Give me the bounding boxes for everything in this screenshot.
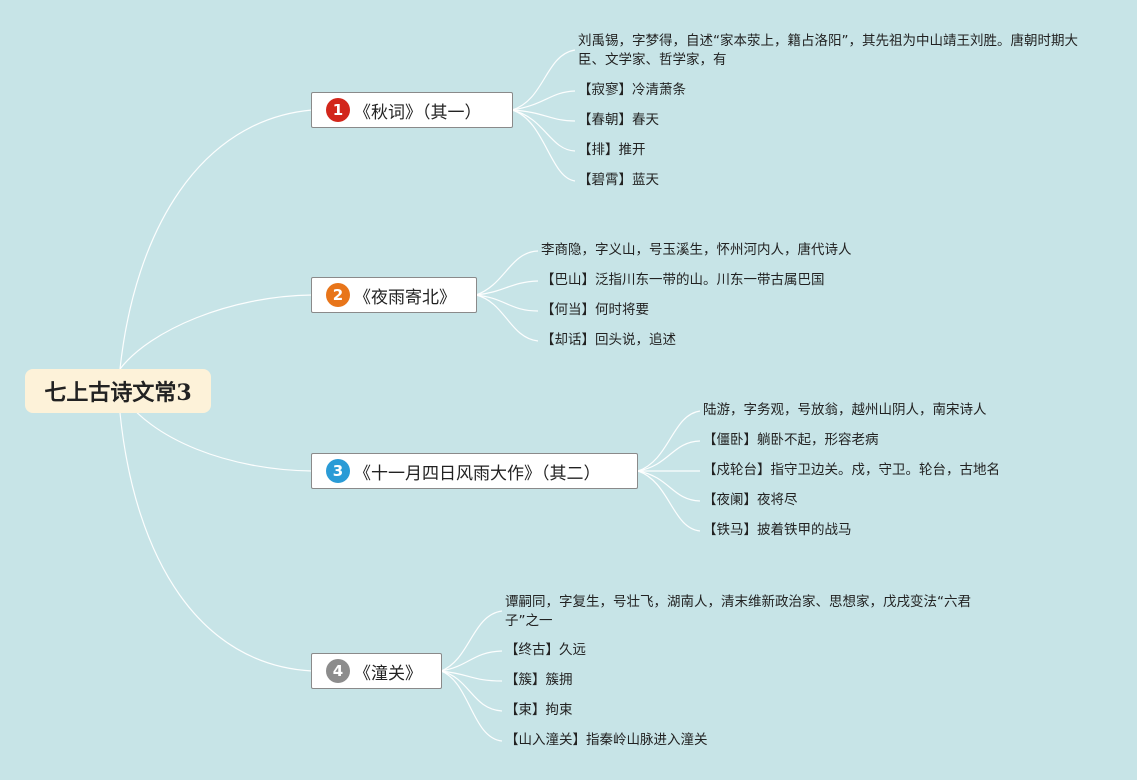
connector-b1-leaf-4 bbox=[511, 109, 576, 152]
connector-b2-leaf-3 bbox=[475, 294, 539, 312]
number-badge-2: 2 bbox=[326, 283, 350, 307]
root-node[interactable]: 七上古诗文常3 bbox=[25, 369, 211, 413]
connector-b1-leaf-3 bbox=[511, 109, 576, 122]
connector-root-branch-2 bbox=[119, 294, 313, 370]
leaf-b2-4[interactable]: 【却话】回头说，追述 bbox=[541, 332, 676, 348]
leaf-b1-5[interactable]: 【碧霄】蓝天 bbox=[578, 172, 659, 188]
leaf-b3-4[interactable]: 【夜阑】夜将尽 bbox=[703, 492, 798, 508]
connector-b3-leaf-1 bbox=[637, 410, 701, 472]
connector-b3-leaf-5 bbox=[637, 470, 701, 532]
connector-root-branch-4 bbox=[119, 412, 313, 672]
connector-b4-leaf-5 bbox=[440, 670, 503, 742]
leaf-b2-3[interactable]: 【何当】何时将要 bbox=[541, 302, 649, 318]
leaf-b3-1[interactable]: 陆游，字务观，号放翁，越州山阴人，南宋诗人 bbox=[703, 402, 987, 418]
leaf-b1-4[interactable]: 【排】推开 bbox=[578, 142, 646, 158]
connector-b4-leaf-2 bbox=[440, 650, 503, 672]
leaf-b2-2[interactable]: 【巴山】泛指川东一带的山。川东一带古属巴国 bbox=[541, 272, 825, 288]
branch-node-1[interactable]: 1 《秋词》（其一） bbox=[311, 92, 513, 128]
leaf-b4-2[interactable]: 【终古】久远 bbox=[505, 642, 586, 658]
connector-b3-leaf-4 bbox=[637, 470, 701, 502]
number-badge-3: 3 bbox=[326, 459, 350, 483]
leaf-b1-2[interactable]: 【寂寥】冷清萧条 bbox=[578, 82, 686, 98]
leaf-b3-3[interactable]: 【戍轮台】指守卫边关。戍，守卫。轮台，古地名 bbox=[703, 462, 1000, 478]
root-title: 七上古诗文常3 bbox=[44, 380, 192, 406]
leaf-b4-1[interactable]: 谭嗣同，字复生，号壮飞，湖南人，清末维新政治家、思想家，戊戌变法“六君子”之一 bbox=[505, 594, 971, 629]
leaf-b4-5[interactable]: 【山入潼关】指秦岭山脉进入潼关 bbox=[505, 732, 708, 748]
branch-node-3[interactable]: 3 《十一月四日风雨大作》（其二） bbox=[311, 453, 638, 489]
number-badge-4: 4 bbox=[326, 659, 350, 683]
branch-node-2[interactable]: 2 《夜雨寄北》 bbox=[311, 277, 477, 313]
connector-b2-leaf-4 bbox=[475, 294, 539, 342]
leaf-b2-1[interactable]: 李商隐，字义山，号玉溪生，怀州河内人，唐代诗人 bbox=[541, 242, 852, 258]
number-badge-1: 1 bbox=[326, 98, 350, 122]
leaf-b3-5[interactable]: 【铁马】披着铁甲的战马 bbox=[703, 522, 852, 538]
connector-b1-leaf-5 bbox=[511, 109, 576, 182]
branch-title-3: 《十一月四日风雨大作》（其二） bbox=[354, 463, 601, 484]
leaf-b3-2[interactable]: 【僵卧】躺卧不起，形容老病 bbox=[703, 432, 879, 448]
connector-b3-leaf-2 bbox=[637, 440, 701, 472]
connector-b1-leaf-2 bbox=[511, 90, 576, 111]
leaf-b1-3[interactable]: 【春朝】春天 bbox=[578, 112, 659, 128]
connector-b1-leaf-1 bbox=[511, 49, 576, 111]
connector-root-branch-1 bbox=[119, 109, 313, 370]
connector-b4-leaf-4 bbox=[440, 670, 503, 712]
connector-b2-leaf-1 bbox=[475, 250, 539, 296]
branch-title-2: 《夜雨寄北》 bbox=[354, 287, 456, 308]
connector-b2-leaf-2 bbox=[475, 280, 539, 296]
branch-title-1: 《秋词》（其一） bbox=[354, 102, 482, 123]
leaf-b1-1[interactable]: 刘禹锡，字梦得，自述“家本荥上，籍占洛阳”，其先祖为中山靖王刘胜。唐朝时期大臣、… bbox=[578, 33, 1078, 68]
connector-b4-leaf-3 bbox=[440, 670, 503, 682]
branch-node-4[interactable]: 4 《潼关》 bbox=[311, 653, 442, 689]
branch-title-4: 《潼关》 bbox=[354, 663, 422, 684]
leaf-b4-4[interactable]: 【束】拘束 bbox=[505, 702, 573, 718]
leaf-b4-3[interactable]: 【簇】簇拥 bbox=[505, 672, 573, 688]
connector-b4-leaf-1 bbox=[440, 610, 503, 672]
